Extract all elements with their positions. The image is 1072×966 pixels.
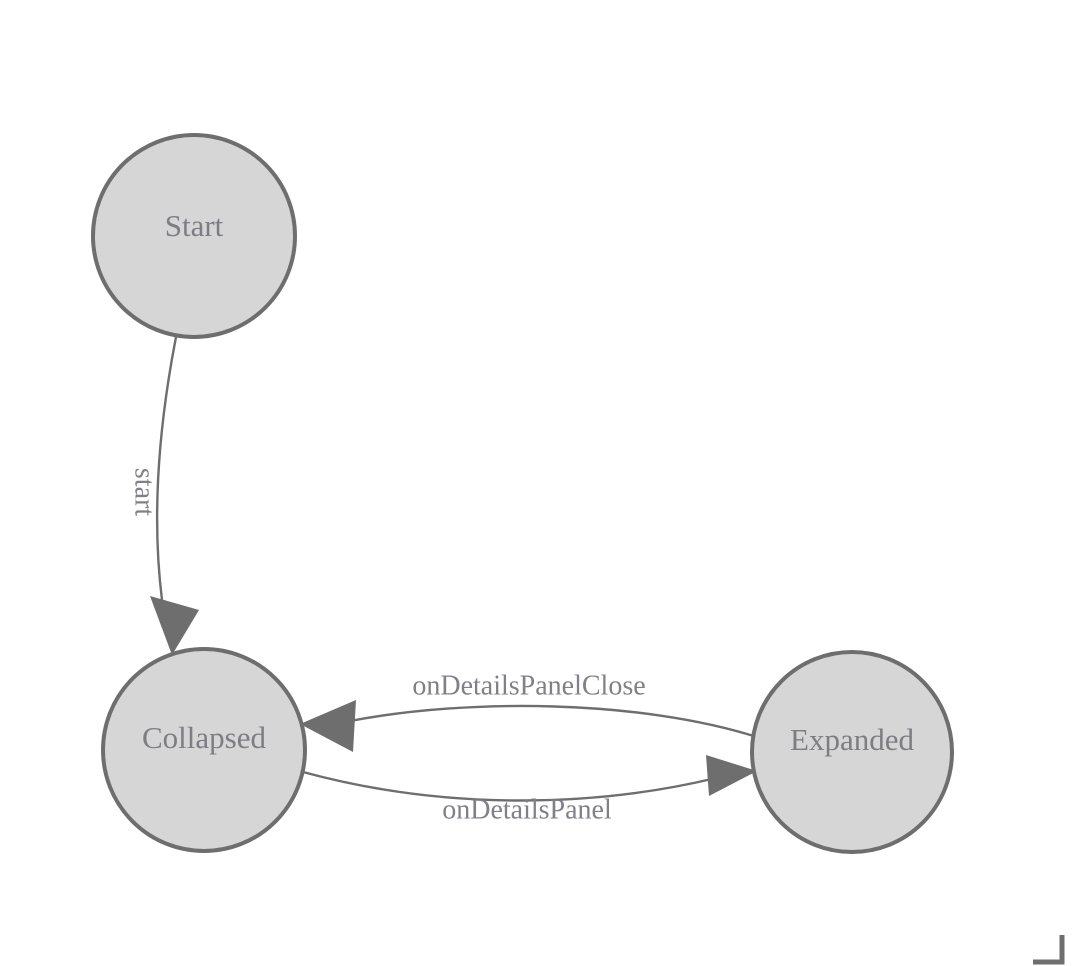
edge-label-start: start [129,468,160,516]
transition-start-to-collapsed[interactable] [150,335,199,655]
node-start[interactable]: Start [91,133,297,339]
edge-label-on-details-panel-close: onDetailsPanelClose [412,670,645,701]
node-start-label: Start [165,208,224,243]
node-expanded-circle [750,650,954,854]
frame-corner-bracket-icon [1033,935,1065,965]
node-start-circle [91,133,297,339]
arrowhead-into-collapsed-top [150,596,199,655]
arrowhead-into-collapsed-right [300,700,356,752]
edge-path-collapsed-to-expanded [301,770,718,802]
arrowhead-into-expanded [706,755,757,796]
node-collapsed-circle [101,647,307,853]
node-expanded[interactable]: Expanded [750,650,954,854]
node-collapsed[interactable]: Collapsed [101,647,307,853]
node-expanded-label: Expanded [790,722,914,757]
transition-expanded-to-collapsed[interactable] [300,700,759,752]
transition-collapsed-to-expanded[interactable] [301,755,757,802]
node-collapsed-label: Collapsed [142,720,266,755]
edge-path-expanded-to-collapsed [348,704,759,739]
edge-path-start-to-collapsed [156,335,178,602]
edge-label-on-details-panel: onDetailsPanel [442,794,612,825]
